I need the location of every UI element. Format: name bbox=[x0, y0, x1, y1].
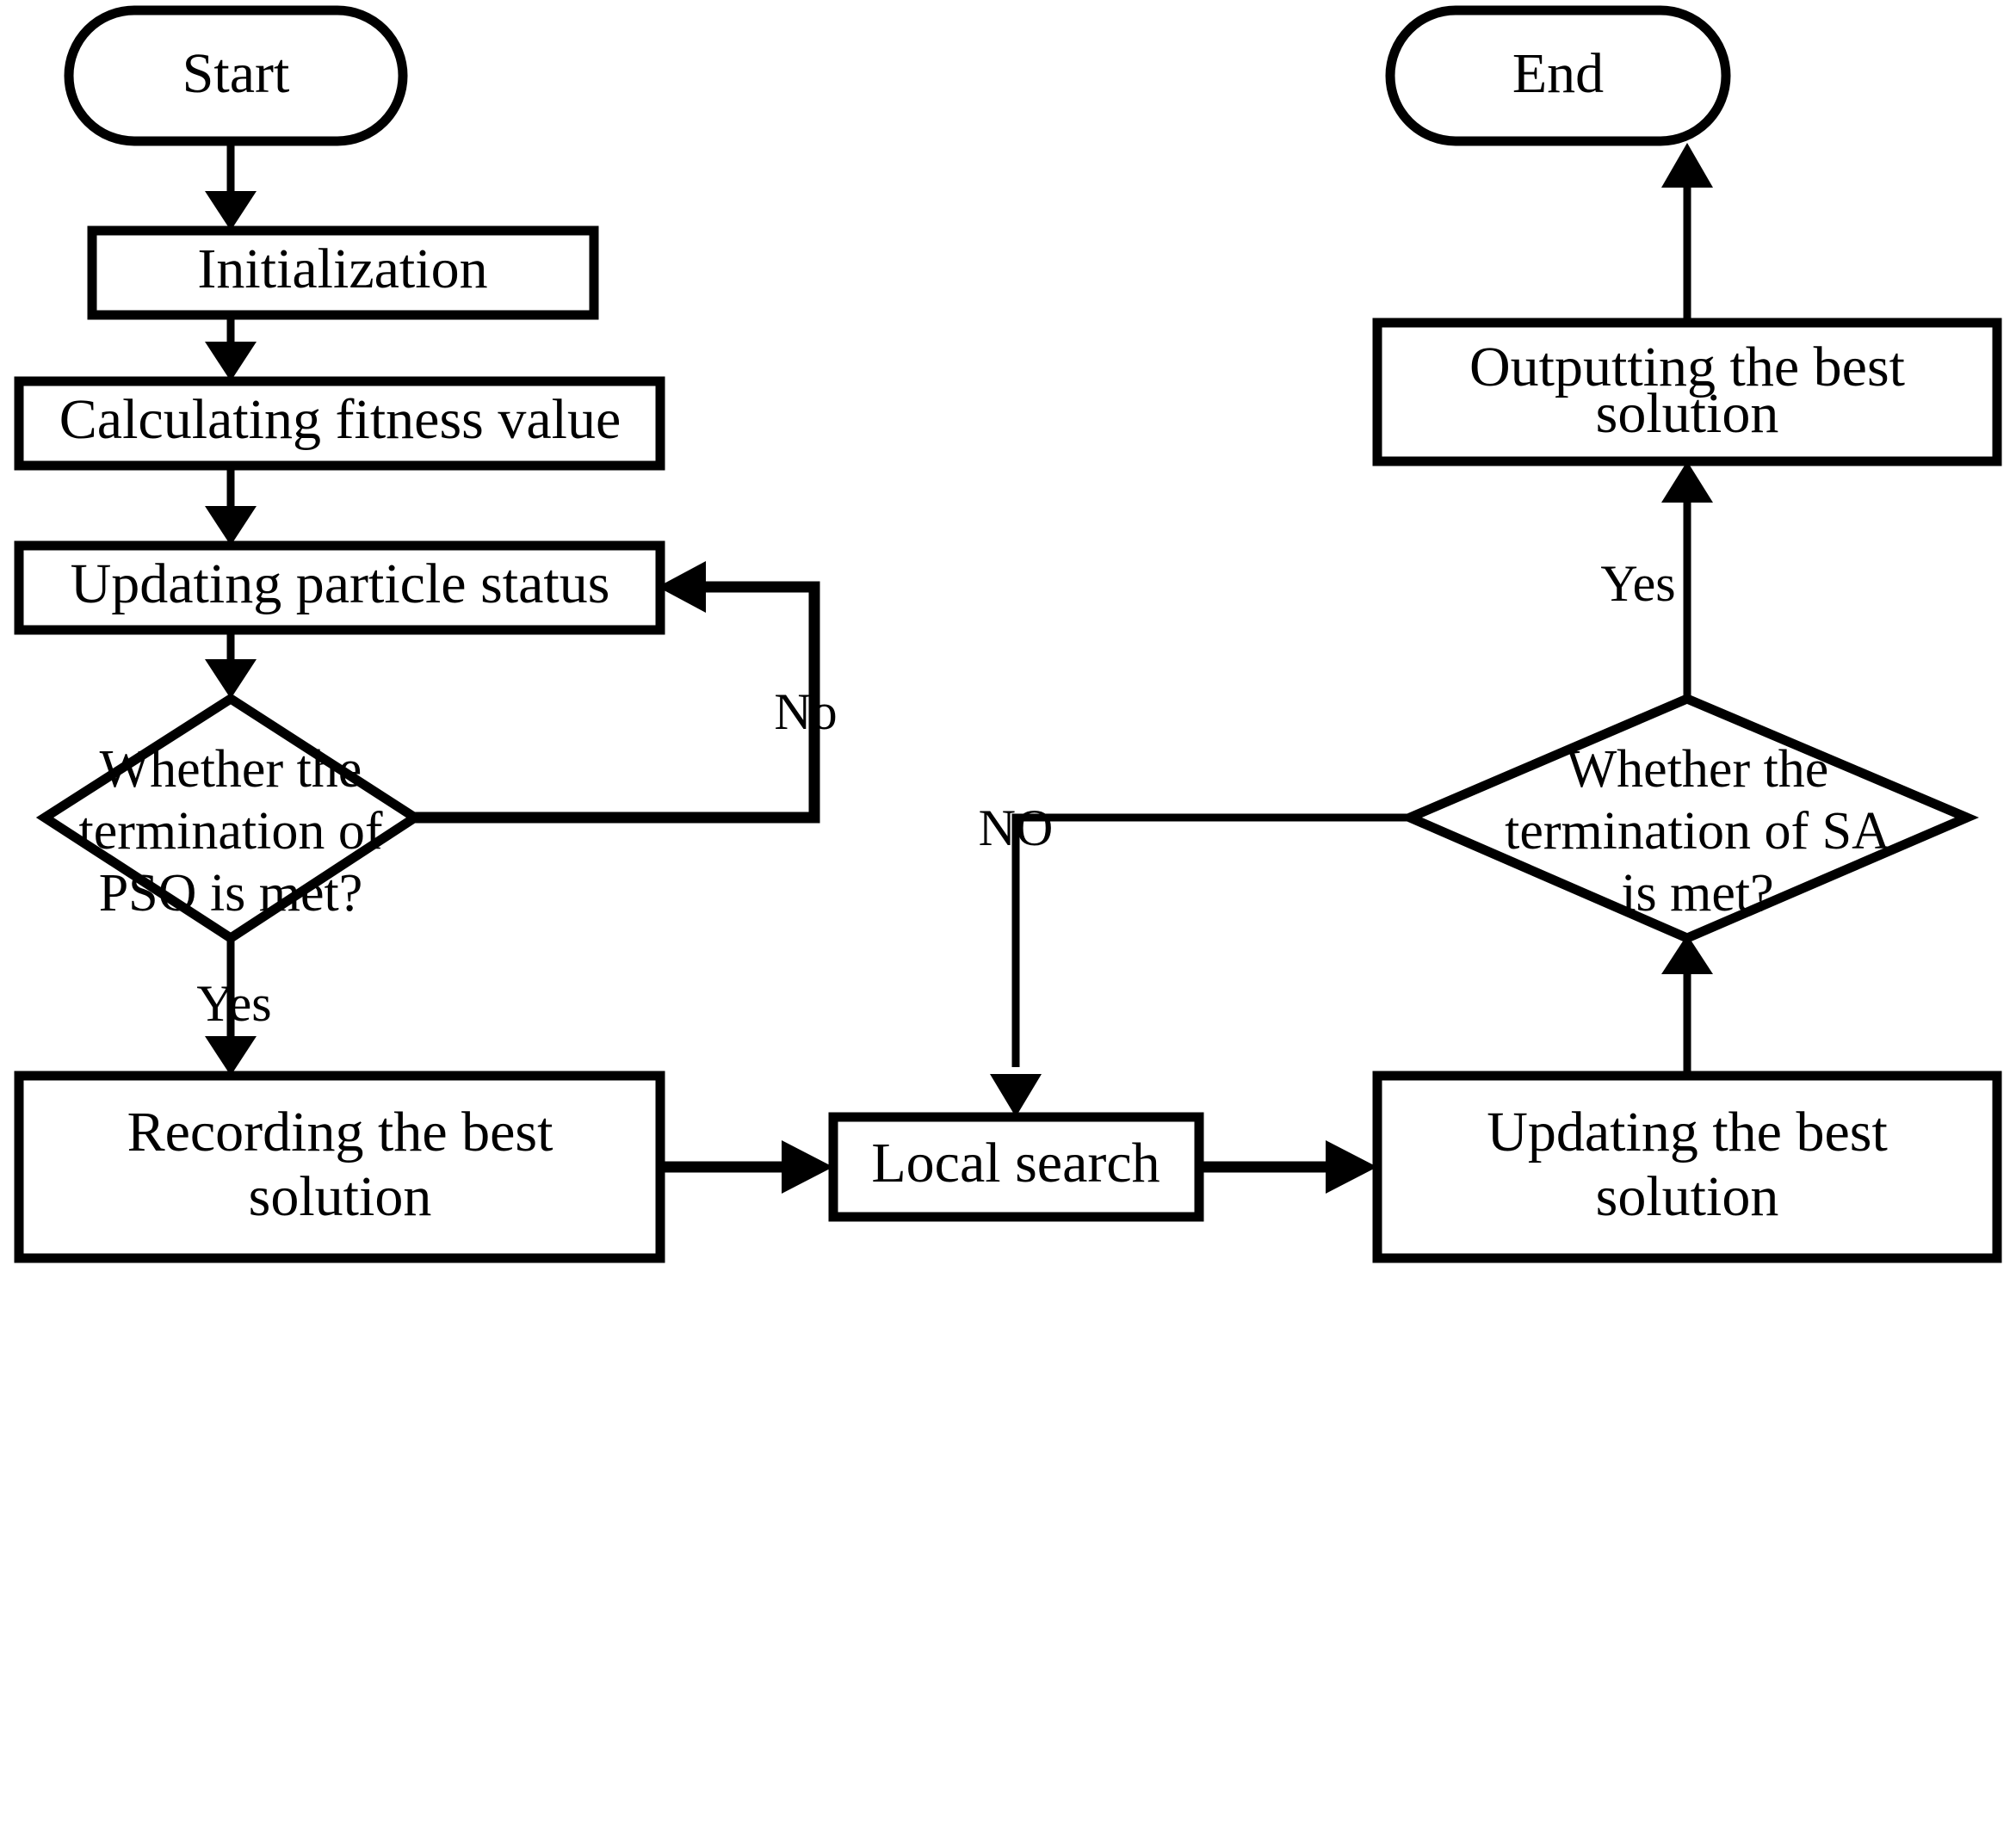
edge-pso-no-feedback-loop: No bbox=[415, 561, 838, 824]
arrowhead-down-icon bbox=[990, 1074, 1042, 1117]
edge-polyline bbox=[415, 581, 820, 824]
pso-decision-label-line1: Whether the bbox=[100, 740, 362, 799]
edge-sa-no-to-local-search: NO bbox=[979, 799, 1410, 1117]
pso-yes-label: Yes bbox=[196, 975, 271, 1032]
edge-pso-yes-to-recording-best: Yes bbox=[196, 938, 272, 1076]
arrowhead-down-icon bbox=[205, 506, 257, 546]
arrowhead-up-icon bbox=[1661, 461, 1713, 503]
updating-best-label-line2: solution bbox=[1596, 1165, 1779, 1228]
outputting-best-label-line1: Outputting the best bbox=[1469, 336, 1905, 398]
node-recording-best-solution[interactable]: Recording the best solution bbox=[14, 1071, 665, 1263]
pso-decision-label-line2: termination of bbox=[79, 802, 383, 861]
initialization-label: Initialization bbox=[197, 238, 487, 300]
calculating-fitness-label: Calculating fitness value bbox=[59, 388, 621, 451]
pso-no-label: No bbox=[774, 683, 837, 740]
arrowhead-up-icon bbox=[1661, 935, 1713, 974]
node-updating-particle-status[interactable]: Updating particle status bbox=[14, 540, 665, 635]
edge-updating-particle-to-pso-decision bbox=[205, 630, 257, 699]
node-start[interactable]: Start bbox=[64, 5, 408, 146]
arrowhead-down-icon bbox=[205, 1036, 257, 1076]
arrowhead-down-icon bbox=[205, 342, 257, 381]
node-sa-termination-decision[interactable]: Whether the termination of SA is met? bbox=[1398, 694, 1979, 943]
end-label: End bbox=[1512, 42, 1604, 105]
outputting-best-box-shape bbox=[1372, 318, 2002, 466]
edge-sa-yes-to-outputting-best: Yes bbox=[1600, 461, 1713, 699]
arrowhead-up-icon bbox=[1661, 143, 1713, 188]
node-initialization[interactable]: Initialization bbox=[87, 225, 599, 320]
outputting-best-label-line2: solution bbox=[1596, 382, 1779, 445]
arrowhead-down-icon bbox=[205, 191, 257, 231]
sa-no-label: NO bbox=[979, 799, 1054, 856]
local-search-label: Local search bbox=[871, 1132, 1160, 1194]
edge-start-to-initialization bbox=[205, 141, 257, 231]
updating-best-box-shape bbox=[1372, 1071, 2002, 1263]
sa-decision-label-line2: termination of SA bbox=[1505, 802, 1890, 861]
recording-best-label-line1: Recording the best bbox=[127, 1101, 553, 1163]
node-updating-best-solution[interactable]: Updating the best solution bbox=[1372, 1071, 2002, 1263]
edge-polyline bbox=[1011, 813, 1410, 1067]
sa-decision-diamond-shape bbox=[1398, 694, 1979, 943]
edge-outputting-best-to-end bbox=[1661, 143, 1713, 323]
arrowhead-right-icon bbox=[782, 1140, 833, 1194]
arrowhead-down-icon bbox=[205, 659, 257, 699]
sa-decision-label-line3: is met? bbox=[1621, 864, 1773, 923]
node-pso-termination-decision[interactable]: Whether the termination of PSO is met? bbox=[35, 693, 424, 944]
updating-best-label-line1: Updating the best bbox=[1487, 1101, 1888, 1163]
local-search-box-shape bbox=[828, 1112, 1204, 1222]
start-label: Start bbox=[182, 42, 290, 105]
node-local-search[interactable]: Local search bbox=[828, 1112, 1204, 1222]
node-outputting-best-solution[interactable]: Outputting the best solution bbox=[1372, 318, 2002, 466]
edge-calculating-to-updating-particle bbox=[205, 466, 257, 546]
sa-yes-label: Yes bbox=[1600, 555, 1675, 612]
edge-recording-best-to-local-search bbox=[660, 1140, 833, 1194]
start-terminator-shape bbox=[64, 5, 408, 146]
edge-initialization-to-calculating bbox=[205, 315, 257, 381]
updating-particle-label: Updating particle status bbox=[71, 552, 610, 615]
recording-best-label-line2: solution bbox=[249, 1165, 432, 1228]
sa-decision-label-line1: Whether the bbox=[1567, 740, 1829, 799]
initialization-box-shape bbox=[87, 225, 599, 320]
pso-decision-label-line3: PSO is met? bbox=[99, 864, 363, 923]
arrowhead-right-icon bbox=[1326, 1140, 1377, 1194]
recording-best-box-shape bbox=[14, 1071, 665, 1263]
node-end[interactable]: End bbox=[1385, 5, 1731, 146]
edge-updating-best-to-sa-decision bbox=[1661, 935, 1713, 1076]
node-calculating-fitness[interactable]: Calculating fitness value bbox=[14, 376, 665, 471]
arrowhead-left-icon bbox=[658, 561, 706, 613]
calculating-fitness-box-shape bbox=[14, 376, 665, 471]
end-terminator-shape bbox=[1385, 5, 1731, 146]
edge-local-search-to-updating-best bbox=[1199, 1140, 1377, 1194]
